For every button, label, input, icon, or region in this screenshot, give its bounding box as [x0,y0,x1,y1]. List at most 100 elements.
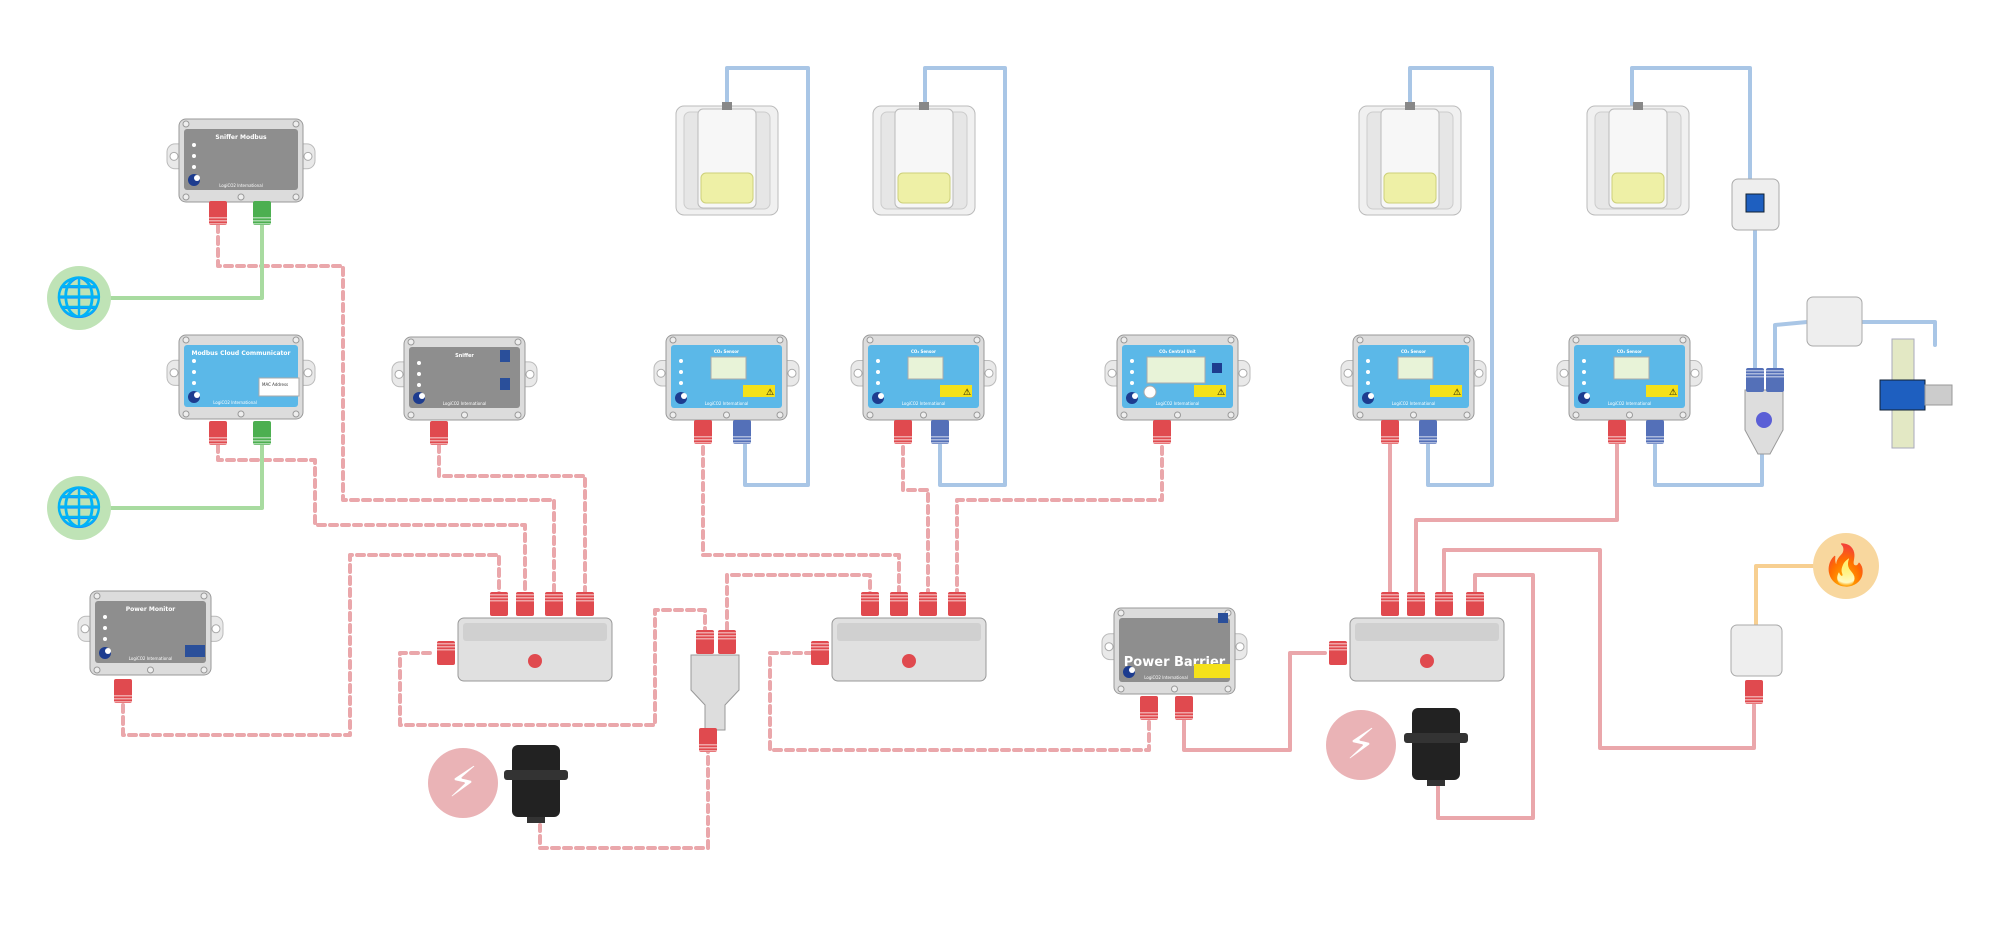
warning-label [743,385,775,397]
rj45-port[interactable] [696,630,714,654]
co2-central-unit-device[interactable]: CO₂ Central Unit⚠LogiCO2 International [1104,334,1251,421]
rj45-port[interactable] [1608,420,1626,444]
mac-address-label: MAC Address [262,382,288,387]
rj45-port[interactable] [1140,696,1158,720]
rj45-port[interactable] [699,728,717,752]
data-cable [398,608,707,727]
device-title: CO₂ Central Unit [1159,349,1196,354]
rj45-port[interactable] [718,630,736,654]
status-led [679,381,683,385]
tube-port[interactable] [733,420,751,444]
tube-port[interactable] [1766,368,1784,392]
gas-tube [1653,443,1764,487]
buzzer-icon [1143,385,1157,399]
lightning-icon: ⚡ [428,748,498,818]
status-led [1582,370,1586,374]
warning-icon: ⚠ [1453,388,1461,398]
warning-label [1646,385,1678,397]
rj45-port[interactable] [437,641,455,665]
rj45-port[interactable] [894,420,912,444]
tube-port[interactable] [1746,368,1764,392]
gas-tube [1773,320,1809,377]
status-led [192,165,196,169]
rj45-port[interactable] [1175,696,1193,720]
device-footer: LogiCO2 International [1392,401,1436,406]
power-cable [1436,573,1535,820]
data-cable [216,223,556,597]
junction-box [457,617,613,682]
warning-label [940,385,972,397]
co2-sensor-device[interactable]: CO₂ Sensor ⚠ LogiCO2 International [1340,334,1487,421]
rj45-port[interactable] [1329,641,1347,665]
data-cable [216,443,527,597]
rj45-port[interactable] [948,592,966,616]
rj45-port[interactable] [1466,592,1484,616]
rj45-port[interactable] [919,592,937,616]
device-title: CO₂ Sensor [1401,349,1426,354]
rj45-port[interactable] [209,201,227,225]
co2-sensor-device[interactable]: CO₂ Sensor⚠LogiCO2 International [653,334,800,421]
co2-sensor-head [675,102,779,216]
rj45-port[interactable] [114,679,132,703]
co2-sensor-head [872,102,976,216]
tube-port[interactable] [1646,420,1664,444]
status-led [417,372,421,376]
logo-icon [1126,392,1138,404]
data-cable [725,573,872,632]
rj45-port[interactable] [253,421,271,445]
device-footer: LogiCO2 International [1144,675,1188,680]
rj45-port[interactable] [811,641,829,665]
internet-cable [98,223,264,300]
status-led [1366,370,1370,374]
rj45-port[interactable] [253,201,271,225]
display-screen [710,356,747,380]
data-cable [768,651,1151,752]
fire-alarm-interface [1730,624,1783,677]
warning-icon: ⚠ [766,388,774,398]
co2-sensor-head [1586,102,1690,216]
rj45-port[interactable] [861,592,879,616]
tube-port[interactable] [1419,420,1437,444]
co2-sensor-device[interactable]: CO₂ Sensor⚠LogiCO2 International [1556,334,1703,421]
status-led [417,361,421,365]
rj45-port[interactable] [490,592,508,616]
rj45-port[interactable] [576,592,594,616]
status-led [192,359,196,363]
data-cable [1414,433,1619,597]
svg-text:⚡: ⚡ [1346,719,1376,768]
status-led [1366,381,1370,385]
rj45-port[interactable] [516,592,534,616]
device-title: Sniffer [455,353,474,359]
rj45-port[interactable] [1381,592,1399,616]
rj45-port[interactable] [545,592,563,616]
rj45-port[interactable] [209,421,227,445]
rj45-port[interactable] [1153,420,1171,444]
rj45-port[interactable] [430,421,448,445]
status-led [876,381,880,385]
rj45-port[interactable] [890,592,908,616]
rj45-port[interactable] [694,420,712,444]
co2-sensor-device[interactable]: CO₂ Sensor⚠LogiCO2 International [850,334,997,421]
data-cable [701,433,901,597]
sensor-filter [700,172,754,204]
display-screen [1613,356,1650,380]
lightning-icon: ⚡ [1326,710,1396,780]
status-led [679,359,683,363]
internet-cable [98,443,264,510]
rj45-port[interactable] [1381,420,1399,444]
button-icon[interactable] [1212,363,1222,373]
status-led [1130,359,1134,363]
logo-icon [1362,392,1374,404]
cables [98,66,1937,850]
rj45-port[interactable] [1745,680,1763,704]
tube-port[interactable] [931,420,949,444]
svg-text:⚡: ⚡ [448,757,478,806]
rj45-port[interactable] [1407,592,1425,616]
globe-icon: 🌐 [47,476,111,540]
rj45-port[interactable] [1435,592,1453,616]
